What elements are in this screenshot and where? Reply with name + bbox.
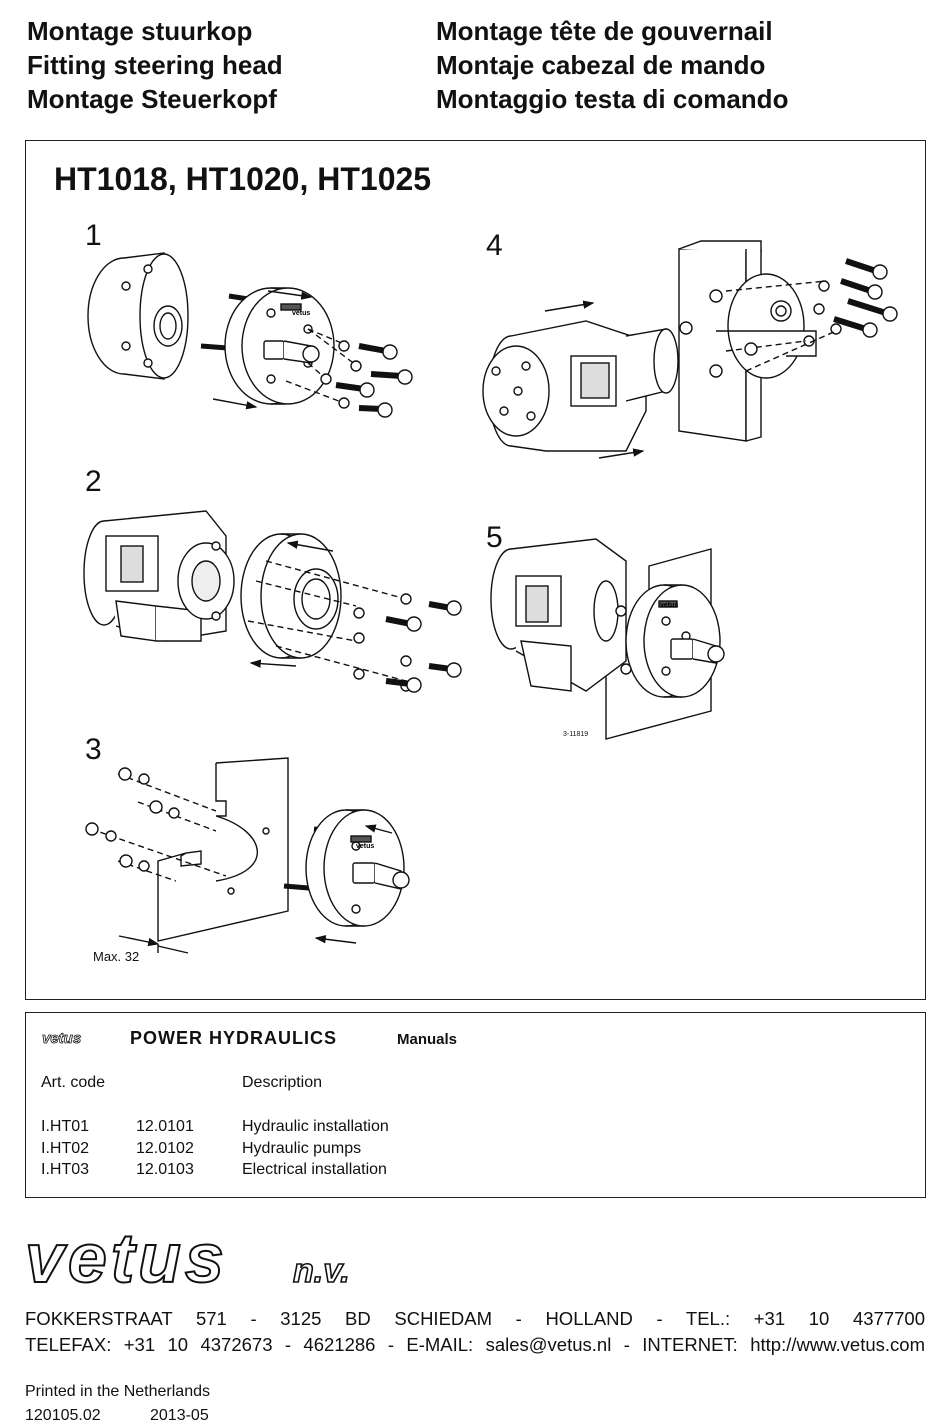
titles-left: Montage stuurkop Fitting steering head M… — [27, 14, 283, 116]
document-date: 2013-05 — [150, 1407, 209, 1424]
header-art-code: Art. code — [41, 1074, 106, 1091]
step3-drawing — [85, 757, 410, 954]
title-french: Montage tête de gouvernail — [436, 16, 773, 46]
vetus-logo-small: vetus — [41, 1030, 103, 1046]
row-description: Electrical installation — [242, 1161, 387, 1178]
row-code: 12.0103 — [136, 1161, 194, 1178]
title-spanish: Montaje cabezal de mando — [436, 50, 766, 80]
part-label-3: vetus — [356, 843, 374, 850]
company-contact: TELEFAX: +31 10 4372673 - 4621286 - E-MA… — [25, 1334, 925, 1355]
step5-drawing — [490, 538, 725, 740]
step2-drawing — [83, 510, 462, 693]
step1-drawing — [87, 252, 413, 418]
row-code: 12.0101 — [136, 1118, 194, 1135]
printed-note: Printed in the Netherlands — [25, 1383, 210, 1400]
part-label-5: vetus — [660, 602, 678, 609]
step-number-4: 4 — [486, 229, 503, 262]
series-suffix: Manuals — [397, 1031, 458, 1048]
title-dutch: Montage stuurkop — [27, 16, 253, 46]
step-number-1: 1 — [85, 219, 102, 252]
row-code: 12.0102 — [136, 1140, 194, 1157]
titles-right: Montage tête de gouvernail Montaje cabez… — [436, 14, 788, 116]
row-art: I.HT03 — [41, 1161, 90, 1178]
company-logo-text: vetus — [25, 1219, 228, 1288]
title-italian: Montaggio testa di comando — [436, 84, 789, 114]
assembly-drawings: vetus vetus vetus — [83, 240, 898, 954]
company-logo-suffix: n.v. — [293, 1252, 350, 1288]
drawing-code: 3-11819 — [563, 731, 589, 738]
series-title: POWER HYDRAULICS — [130, 1028, 338, 1048]
step-number-5: 5 — [486, 521, 503, 554]
vetus-nv-logo: vetus n.v. — [25, 1218, 351, 1288]
part-label-1: vetus — [292, 310, 310, 317]
model-heading: HT1018, HT1020, HT1025 — [54, 161, 432, 197]
step4-drawing — [482, 240, 898, 459]
step-number-3: 3 — [85, 733, 102, 766]
manuals-table: vetus POWER HYDRAULICS Manuals Art. code… — [25, 1012, 926, 1198]
row-art: I.HT02 — [41, 1140, 90, 1157]
max-dimension-label: Max. 32 — [93, 949, 140, 964]
header-description: Description — [242, 1074, 323, 1091]
document-number: 120105.02 — [25, 1407, 101, 1424]
manuals-logo-text: vetus — [42, 1030, 81, 1046]
title-german: Montage Steuerkopf — [27, 84, 277, 114]
company-address: FOKKERSTRAAT 571 - 3125 BD SCHIEDAM - HO… — [25, 1308, 925, 1329]
row-description: Hydraulic pumps — [242, 1140, 362, 1157]
row-description: Hydraulic installation — [242, 1118, 389, 1135]
row-art: I.HT01 — [41, 1118, 90, 1135]
installation-figure: vetus vetus vetus HT1018, HT1020, HT1025… — [25, 140, 926, 1000]
step-number-2: 2 — [85, 465, 102, 498]
title-english: Fitting steering head — [27, 50, 283, 80]
